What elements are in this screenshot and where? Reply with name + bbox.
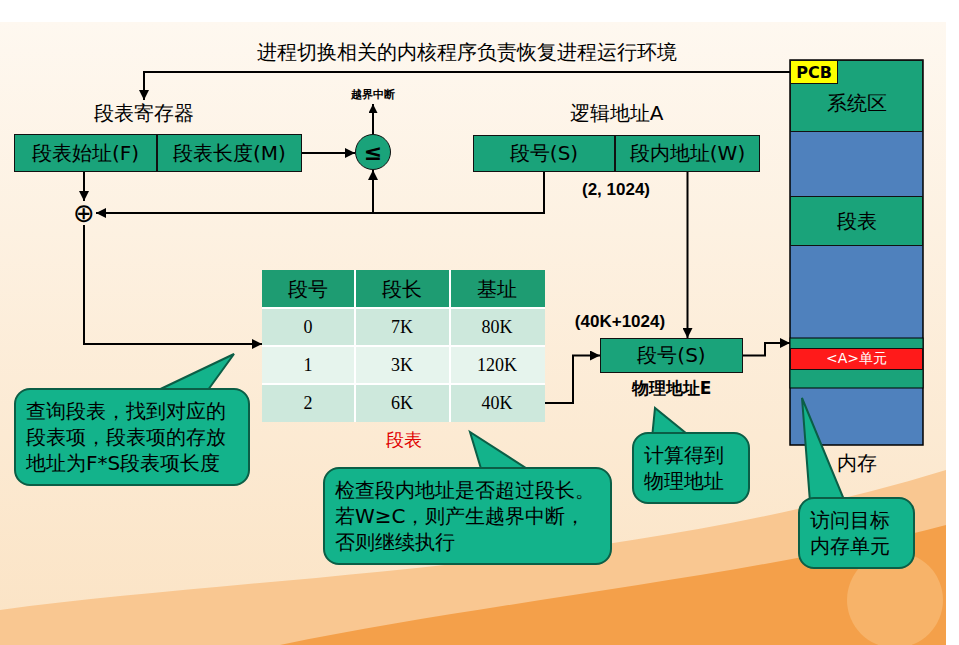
connector (144, 72, 790, 100)
address-value: (2, 1024) (582, 180, 650, 200)
node-text: <A>单元 (826, 350, 887, 368)
table-cell: 6K (391, 393, 413, 414)
pcb-tag: PCB (790, 60, 838, 84)
node-text: 段表寄存器 (94, 100, 194, 126)
connector (96, 172, 544, 213)
register-group: 段表始址(F) 段表长度(M) 段表寄存器 (14, 100, 302, 172)
memory-region: PCB 系统区 (790, 60, 923, 132)
node-text: 逻辑地址A (570, 100, 664, 126)
node-text: 段表 (837, 208, 877, 235)
callout: 访问目标内存单元 (798, 497, 915, 569)
node-text: ≤ (364, 140, 382, 165)
connector (743, 343, 790, 356)
connector (545, 356, 600, 404)
register-field: 段表长度(M) (157, 134, 302, 172)
table-cell: 120K (477, 355, 517, 376)
table-header (262, 270, 545, 308)
table-cell: 7K (391, 317, 413, 338)
table-header-cell: 段长 (382, 276, 422, 303)
connector (302, 152, 355, 154)
node-text: ⊕ (73, 201, 95, 225)
callout: 检查段内地址是否超过段长。若W≥C，则产生越界中断，否则继续执行 (323, 467, 612, 565)
table-row (262, 346, 545, 384)
connector (687, 172, 689, 338)
node-text: 访问目标内存单元 (810, 507, 903, 559)
connector (84, 225, 262, 344)
node-text: 段表 (386, 428, 422, 452)
table-cell: 80K (482, 317, 513, 338)
callout: 计算得到物理地址 (632, 432, 750, 504)
table-cell: 0 (304, 317, 313, 338)
node-text: 查询段表，找到对应的段表项，段表项的存放地址为F*S段表项长度 (26, 398, 238, 476)
callout: 查询段表，找到对应的段表项，段表项的存放地址为F*S段表项长度 (14, 388, 250, 486)
connector (83, 172, 85, 201)
table-grid (262, 270, 545, 422)
node-subtext: 物理地址E (632, 377, 712, 400)
table-header-cell: 段号 (288, 276, 328, 303)
memory-column: PCB 系统区段表 <A>单元内存 (790, 60, 923, 475)
slide-ground (0, 22, 946, 645)
node-text: 系统区 (827, 90, 887, 117)
table-row (262, 384, 545, 422)
connector (373, 170, 544, 213)
memory-strip (790, 338, 923, 388)
table-row (262, 308, 545, 346)
table-cell: 3K (391, 355, 413, 376)
table-cell: 1 (304, 355, 313, 376)
node-text: PCB (796, 63, 832, 82)
node-text: 段表长度(M) (173, 140, 286, 167)
memory-region: 段表 (790, 196, 923, 246)
address-frame: 段号(S) (600, 338, 743, 373)
overflow-arrow (372, 104, 374, 134)
interrupt-label: 越界中断 (351, 87, 395, 102)
node-text: 段号(S) (637, 342, 705, 369)
target-unit: <A>单元 (790, 348, 923, 370)
comparator-circle: ≤ (355, 134, 391, 170)
address-value: (40K+1024) (575, 312, 665, 332)
node-text: 检查段内地址是否超过段长。若W≥C，则产生越界中断，否则继续执行 (335, 477, 600, 555)
node-text: 段号(S) (510, 140, 578, 167)
table-header-cell: 基址 (477, 276, 517, 303)
node-text: 内存 (837, 451, 877, 475)
table-cell: 2 (304, 393, 313, 414)
memory-body (790, 60, 923, 445)
node-text: 段表始址(F) (32, 140, 139, 167)
address-field: 段号(S) (473, 135, 615, 172)
table-cell: 40K (482, 393, 513, 414)
node-text: 段内地址(W) (630, 140, 745, 167)
address-group: 段号(S) 段内地址(W) 逻辑地址A (473, 100, 760, 172)
adder-symbol: ⊕ (72, 201, 96, 225)
register-field: 段表始址(F) (14, 134, 157, 172)
node-text: 计算得到物理地址 (644, 442, 738, 494)
physical-address-box: 段号(S) 物理地址E (600, 338, 743, 402)
edge-label: 进程切换相关的内核程序负责恢复进程运行环境 (257, 39, 677, 66)
address-field: 段内地址(W) (615, 135, 760, 172)
